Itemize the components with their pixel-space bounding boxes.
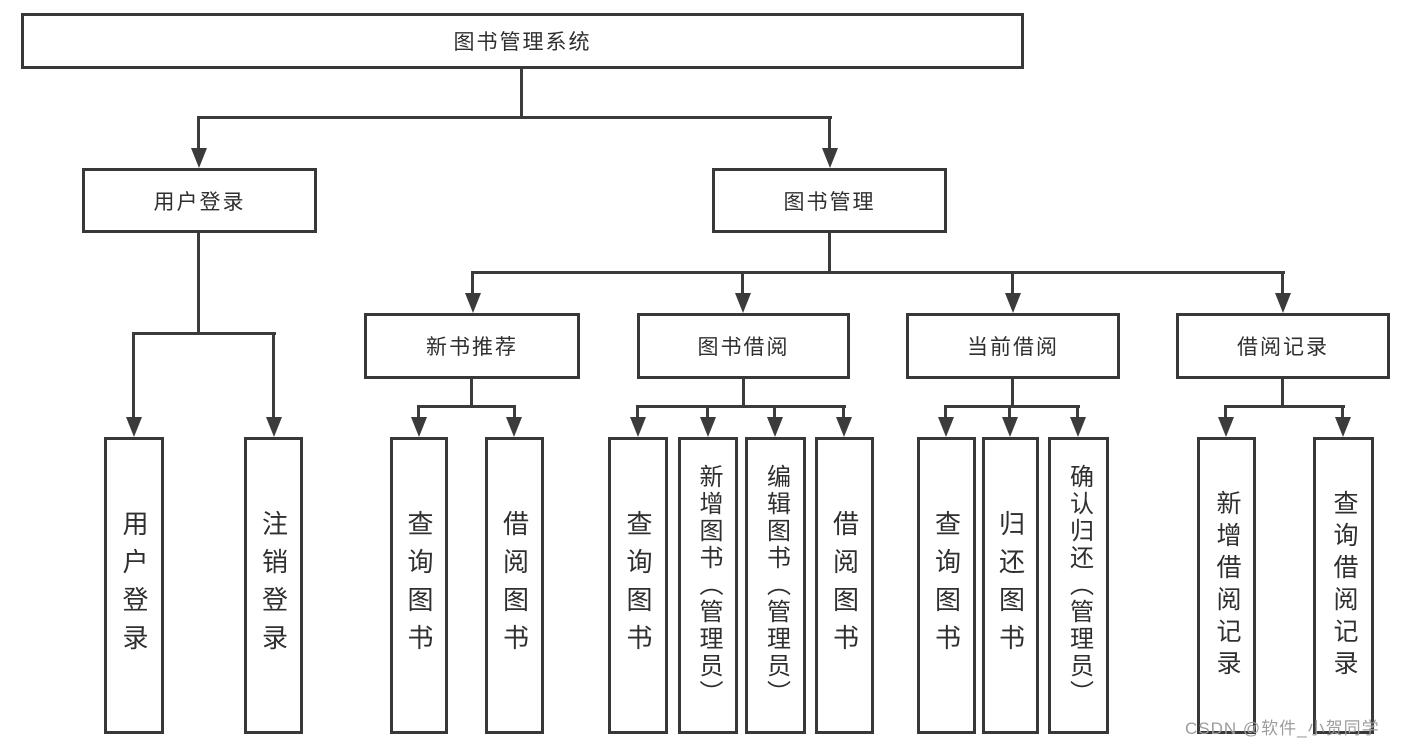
connector-line <box>1076 405 1079 419</box>
connector-line <box>197 116 832 119</box>
arrow-down-icon <box>266 417 282 437</box>
node-label: 当前借阅 <box>967 336 1059 359</box>
arrow-down-icon <box>411 417 427 437</box>
arrow-down-icon <box>700 417 716 437</box>
leaf-user-login: 用户登录 <box>104 437 164 734</box>
leaf-label: 注销登录 <box>258 509 289 662</box>
connector-line <box>1224 405 1227 419</box>
node-label: 借阅记录 <box>1237 336 1329 359</box>
leaf-query-books-borrowing: 查询图书 <box>608 437 668 734</box>
connector-line <box>513 405 516 419</box>
leaf-query-books-current: 查询图书 <box>917 437 976 734</box>
leaf-borrow-books-borrowing: 借阅图书 <box>815 437 874 734</box>
node-user-login: 用户登录 <box>82 168 317 233</box>
connector-line <box>636 405 846 408</box>
connector-line <box>197 233 200 334</box>
leaf-label: 借阅图书 <box>499 509 530 662</box>
connector-line <box>828 233 831 273</box>
leaf-add-borrow-record: 新增借阅记录 <box>1197 437 1256 734</box>
arrow-down-icon <box>191 148 207 168</box>
leaf-confirm-return-admin: 确认归还（管理员） <box>1048 437 1109 734</box>
node-library-management-system: 图书管理系统 <box>21 13 1024 69</box>
connector-line <box>1341 405 1344 419</box>
connector-line <box>470 379 473 407</box>
leaf-label: 用户登录 <box>119 509 149 662</box>
connector-line <box>944 405 947 419</box>
leaf-label: 确认归还（管理员） <box>1065 464 1093 707</box>
node-label: 图书管理系统 <box>453 31 592 54</box>
node-label: 用户登录 <box>153 190 246 214</box>
arrow-down-icon <box>630 417 646 437</box>
arrow-down-icon <box>767 417 783 437</box>
leaf-edit-books-admin: 编辑图书（管理员） <box>745 437 806 734</box>
leaf-borrow-books-recommend: 借阅图书 <box>485 437 544 734</box>
leaf-label: 新增借阅记录 <box>1213 489 1241 682</box>
connector-line <box>132 332 276 335</box>
arrow-down-icon <box>822 148 838 168</box>
connector-line <box>1011 379 1014 407</box>
connector-line <box>417 405 516 408</box>
arrow-down-icon <box>1070 417 1086 437</box>
leaf-label: 查询借阅记录 <box>1330 489 1358 682</box>
leaf-label: 查询图书 <box>623 509 653 662</box>
connector-line <box>773 405 776 419</box>
connector-line <box>706 405 709 419</box>
arrow-down-icon <box>126 417 142 437</box>
connector-line <box>1011 271 1014 295</box>
node-label: 新书推荐 <box>426 336 518 359</box>
leaf-return-books: 归还图书 <box>982 437 1039 734</box>
connector-line <box>636 405 639 419</box>
connector-line <box>132 332 135 418</box>
leaf-label: 新增图书（管理员） <box>695 464 722 707</box>
connector-line <box>520 69 523 118</box>
node-label: 图书管理 <box>783 190 876 214</box>
leaf-label: 编辑图书（管理员） <box>762 464 790 707</box>
arrow-down-icon <box>1218 417 1234 437</box>
connector-line <box>741 271 744 295</box>
connector-line <box>1008 405 1011 419</box>
connector-line <box>417 405 420 419</box>
connector-line <box>1225 405 1345 408</box>
node-new-book-recommendation: 新书推荐 <box>364 313 580 379</box>
arrow-down-icon <box>1002 417 1018 437</box>
arrow-down-icon <box>1275 293 1291 313</box>
node-book-management: 图书管理 <box>712 168 947 233</box>
leaf-label: 借阅图书 <box>829 509 860 662</box>
connector-line <box>197 116 200 149</box>
leaf-query-books-recommend: 查询图书 <box>390 437 448 734</box>
connector-line <box>1281 379 1284 407</box>
node-label: 图书借阅 <box>697 336 790 359</box>
connector-line <box>272 332 275 418</box>
node-borrowing-records: 借阅记录 <box>1176 313 1390 379</box>
leaf-add-books-admin: 新增图书（管理员） <box>678 437 738 734</box>
node-book-borrowing: 图书借阅 <box>637 313 850 379</box>
arrow-down-icon <box>1005 293 1021 313</box>
leaf-label: 查询图书 <box>404 509 434 662</box>
connector-line <box>742 379 745 407</box>
connector-line <box>471 271 474 295</box>
connector-line <box>828 116 831 149</box>
arrow-down-icon <box>506 417 522 437</box>
leaf-label: 归还图书 <box>995 509 1026 662</box>
leaf-label: 查询图书 <box>931 509 962 662</box>
arrow-down-icon <box>836 417 852 437</box>
arrow-down-icon <box>1335 417 1351 437</box>
arrow-down-icon <box>735 293 751 313</box>
node-current-borrowing: 当前借阅 <box>906 313 1120 379</box>
connector-line <box>471 271 1285 274</box>
connector-line <box>1281 271 1284 295</box>
arrow-down-icon <box>938 417 954 437</box>
leaf-logout: 注销登录 <box>244 437 303 734</box>
csdn-watermark: CSDN @软件_小贺同学 <box>1185 719 1380 738</box>
arrow-down-icon <box>465 293 481 313</box>
connector-line <box>842 405 845 419</box>
leaf-query-borrow-record: 查询借阅记录 <box>1313 437 1374 734</box>
connector-line <box>945 405 1080 408</box>
